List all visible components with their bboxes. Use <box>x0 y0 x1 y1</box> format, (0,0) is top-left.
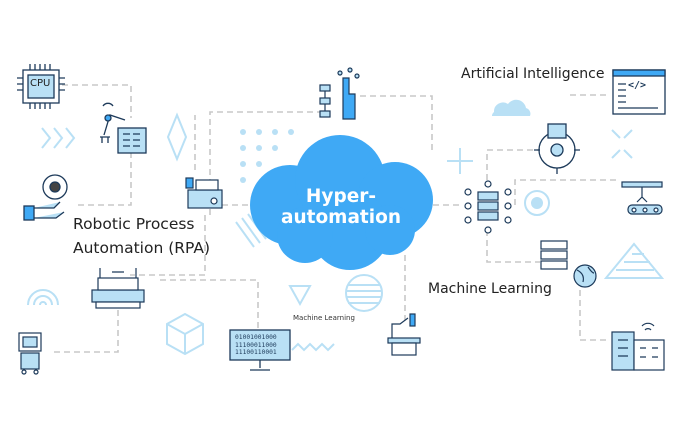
code-window-icon <box>612 69 666 115</box>
connector-lines <box>50 84 620 353</box>
ai-label: Artificial Intelligence <box>461 66 605 82</box>
lab-machine-icon <box>185 177 223 209</box>
server-network-icon <box>464 180 512 234</box>
binary-line: 11100011000 <box>235 341 277 349</box>
binary-line: 11100110001 <box>235 349 277 356</box>
touch-flowchart-icon <box>319 67 360 120</box>
conveyor-robot-icon <box>621 181 663 215</box>
binary-line: 01001001000 <box>235 334 277 341</box>
database-globe-icon <box>540 240 597 288</box>
cpu-label: CPU <box>30 78 51 89</box>
code-symbol: </> <box>628 80 647 91</box>
ai-brain-icon <box>534 123 580 174</box>
assembly-machine-icon <box>91 268 145 309</box>
rpa-label: Robotic Process Automation (RPA) <box>73 212 210 260</box>
robot-kiosk-icon <box>18 332 42 375</box>
dot-grid <box>240 129 294 183</box>
cnc-machine-icon <box>387 313 421 356</box>
ml-label: Machine Learning <box>428 281 552 297</box>
robotic-hand-gear-icon <box>23 174 68 221</box>
decorative-shapes <box>27 99 665 356</box>
cloud <box>250 135 433 270</box>
robot-arm-factory-icon <box>100 102 147 154</box>
binary-monitor-icon <box>229 329 291 371</box>
center-title: Hyper-automation <box>280 186 402 228</box>
rpa-label-line2: Automation (RPA) <box>73 239 211 257</box>
smart-building-icon <box>611 322 665 371</box>
rpa-label-line1: Robotic Process <box>73 215 195 233</box>
ml-small-label: Machine Learning <box>293 314 355 322</box>
cpu-icon <box>17 64 65 109</box>
binary-text: 01001001000 11100011000 11100110001 <box>235 334 277 357</box>
